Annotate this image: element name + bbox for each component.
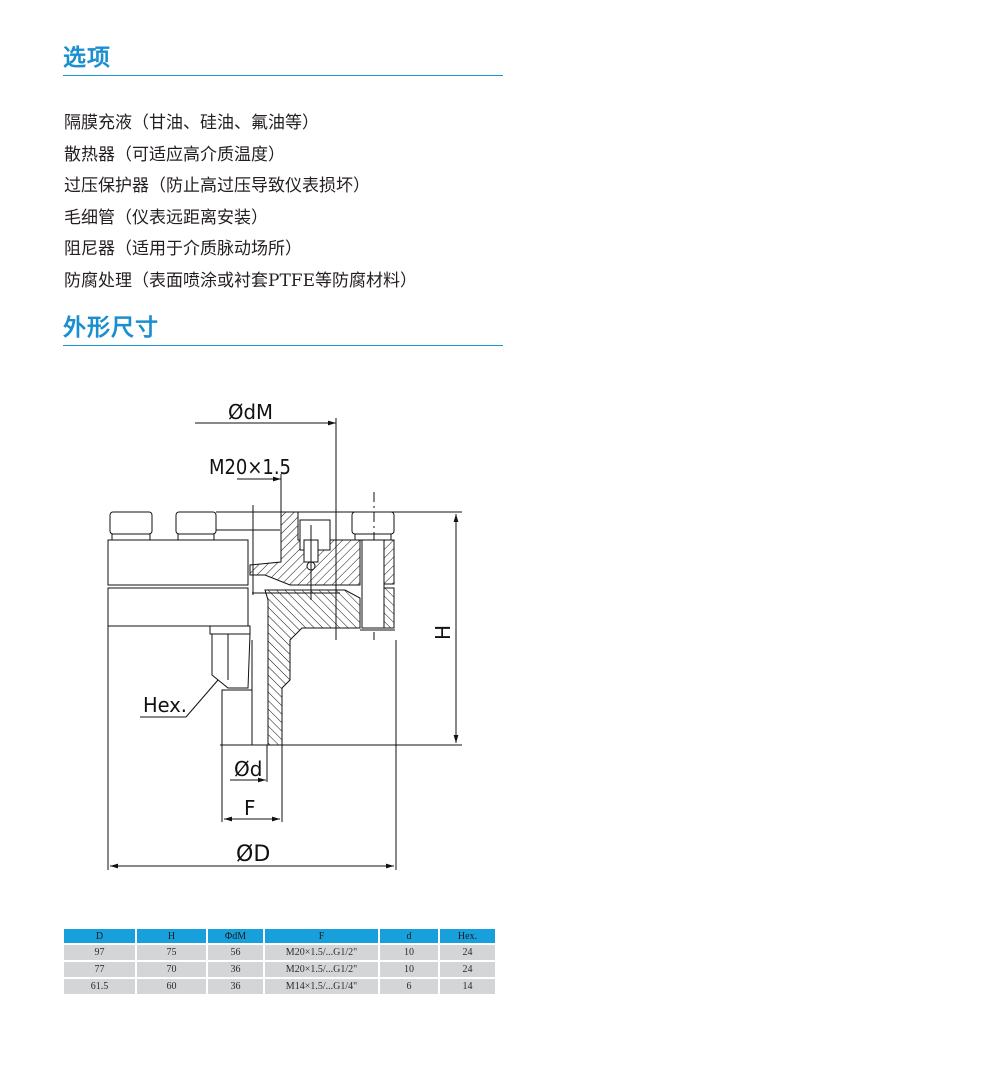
label-H: H <box>431 625 455 640</box>
option-item: 散热器（可适应高介质温度） <box>64 144 285 165</box>
cell: 10 <box>380 945 438 960</box>
label-d: Ød <box>234 757 262 781</box>
cell: 36 <box>208 962 263 977</box>
cell: M14×1.5/...G1/4" <box>265 979 378 994</box>
header-D: D <box>64 929 135 943</box>
option-item: 阻尼器（适用于介质脉动场所） <box>64 239 302 259</box>
table-row: 77 70 36 M20×1.5/...G1/2" 10 24 <box>64 962 495 977</box>
cell: 70 <box>137 962 206 977</box>
label-hex: Hex. <box>143 693 187 717</box>
cell: 36 <box>208 979 263 994</box>
label-D: ØD <box>236 842 270 867</box>
label-F: F <box>244 796 256 820</box>
dimensions-title: 外形尺寸 <box>63 314 159 341</box>
cell: 77 <box>64 962 135 977</box>
cell: 56 <box>208 945 263 960</box>
cell: 6 <box>380 979 438 994</box>
options-section-header: 选项 <box>63 43 503 76</box>
cell: 24 <box>440 945 495 960</box>
cell: M20×1.5/...G1/2" <box>265 945 378 960</box>
cell: M20×1.5/...G1/2" <box>265 962 378 977</box>
label-thread: M20×1.5 <box>209 455 291 479</box>
option-item: 毛细管（仪表远距离安装） <box>64 207 268 228</box>
option-item: 防腐处理（表面喷涂或衬套PTFE等防腐材料） <box>64 270 417 291</box>
cell: 97 <box>64 945 135 960</box>
table-header-row: D H ΦdM F d Hex. <box>64 929 495 943</box>
header-dM: ΦdM <box>208 929 263 943</box>
cell: 75 <box>137 945 206 960</box>
dimension-drawing: ØdM M20×1.5 Hex. H Ød <box>107 400 462 870</box>
header-d: d <box>380 929 438 943</box>
option-item: 过压保护器（防止高过压导致仪表损坏） <box>64 176 370 196</box>
header-H: H <box>137 929 206 943</box>
cell: 14 <box>440 979 495 994</box>
cell: 61.5 <box>64 979 135 994</box>
cell: 60 <box>137 979 206 994</box>
options-list: 隔膜充液（甘油、硅油、氟油等） 散热器（可适应高介质温度） 过压保护器（防止高过… <box>64 108 417 297</box>
cell: 24 <box>440 962 495 977</box>
dimensions-table: D H ΦdM F d Hex. 97 75 56 M20×1.5/...G1/… <box>62 927 497 996</box>
header-F: F <box>265 929 378 943</box>
table-row: 61.5 60 36 M14×1.5/...G1/4" 6 14 <box>64 979 495 994</box>
option-item: 隔膜充液（甘油、硅油、氟油等） <box>64 113 319 133</box>
cell: 10 <box>380 962 438 977</box>
header-hex: Hex. <box>440 929 495 943</box>
dimensions-section-header: 外形尺寸 <box>63 313 503 346</box>
options-title: 选项 <box>63 44 111 71</box>
label-dM: ØdM <box>228 400 273 424</box>
table-row: 97 75 56 M20×1.5/...G1/2" 10 24 <box>64 945 495 960</box>
